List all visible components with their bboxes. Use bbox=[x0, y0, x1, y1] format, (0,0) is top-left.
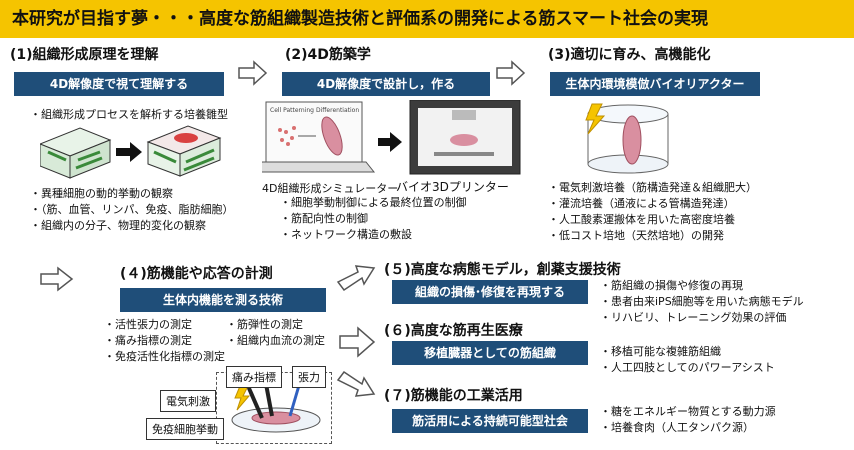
s6-heading: (６)高度な筋再生医療 bbox=[384, 323, 523, 339]
tag-tension: 張力 bbox=[292, 366, 326, 388]
s3-bullet-0: 電気刺激培養（筋構造発達＆組織肥大） bbox=[548, 180, 757, 196]
s4-bullets-right: 筋弾性の測定 組織内血流の測定 bbox=[226, 317, 325, 349]
s5-bullet-2: リハビリ、トレーニング効果の評価 bbox=[600, 310, 804, 326]
s4-bullet-right-0: 筋弾性の測定 bbox=[226, 317, 325, 333]
s4-bullets-left: 活性張力の測定 痛み指標の測定 免疫活性化指標の測定 bbox=[104, 317, 225, 365]
bioprinter-icon bbox=[409, 100, 521, 175]
flow-arrow-1 bbox=[238, 60, 268, 86]
s2-bullet-2: ネットワーク構造の敷設 bbox=[280, 227, 467, 243]
s3-heading: (3)適切に育み、高機能化 bbox=[548, 47, 711, 63]
s7-bullet-0: 糖をエネルギー物質とする動力源 bbox=[600, 404, 776, 420]
s2-sim-label: 4D組織形成シミュレーター bbox=[262, 182, 399, 195]
flow-arrow-3 bbox=[40, 266, 74, 292]
s4-bullet-left-0: 活性張力の測定 bbox=[104, 317, 225, 333]
s7-bar: 筋活用による持続可能型社会 bbox=[392, 409, 588, 433]
bioreactor-illustration bbox=[585, 103, 669, 174]
s2-bar: 4D解像度で設計し，作る bbox=[282, 72, 490, 96]
s7-heading: (７)筋機能の工業活用 bbox=[384, 388, 523, 404]
arrow-to-s6 bbox=[339, 326, 376, 358]
simulator-printer-illustration: Cell Patterning Differentiation bbox=[262, 100, 521, 175]
s5-bullet-0: 筋組織の損傷や修復の再現 bbox=[600, 278, 804, 294]
measurement-illustration bbox=[231, 381, 321, 433]
s4-heading: (４)筋機能や応答の計測 bbox=[120, 266, 273, 282]
s3-bullet-1: 灌流培養（通液による管構造発達） bbox=[548, 196, 757, 212]
branch-arrows bbox=[336, 265, 376, 397]
s1-heading: (1)組織形成原理を理解 bbox=[10, 47, 159, 63]
muscle-tissue-icon bbox=[622, 115, 642, 165]
s1-bar: 4D解像度で視て理解する bbox=[14, 72, 224, 96]
culture-block-right bbox=[146, 125, 222, 177]
s2-printer-label: バイオ3Dプリンター bbox=[396, 180, 509, 194]
process-arrow-icon bbox=[116, 142, 142, 162]
stim-lightning-icon bbox=[234, 385, 251, 411]
s2-bullets: 細胞挙動制御による最終位置の制御 筋配向性の制御 ネットワーク構造の敷設 bbox=[280, 195, 467, 243]
s3-bar: 生体内環境模倣バイオリアクター bbox=[550, 72, 760, 96]
to-printer-arrow-icon bbox=[378, 132, 402, 152]
s1-caption: ・組織形成プロセスを解析する培養雛型 bbox=[30, 108, 228, 121]
s1-bullets: 異種細胞の動的挙動の観察 （筋、血管、リンパ、免疫、脂肪細胞） 組織内の分子、物… bbox=[30, 186, 234, 234]
muscle-sample-icon bbox=[251, 411, 301, 425]
s1-bullet-0: 異種細胞の動的挙動の観察 bbox=[30, 186, 234, 202]
arrow-to-s7 bbox=[336, 370, 376, 397]
s4-bullet-left-1: 痛み指標の測定 bbox=[104, 333, 225, 349]
s3-bullets: 電気刺激培養（筋構造発達＆組織肥大） 灌流培養（通液による管構造発達） 人工酸素… bbox=[548, 180, 757, 244]
s1-bullet-2: 組織内の分子、物理的変化の観察 bbox=[30, 218, 234, 234]
tag-pain: 痛み指標 bbox=[226, 366, 282, 388]
s5-bullet-1: 患者由来iPS細胞等を用いた病態モデル bbox=[600, 294, 804, 310]
screen-label-patterning: Cell Patterning bbox=[270, 107, 314, 114]
laptop-icon bbox=[262, 101, 376, 173]
tag-stim: 電気刺激 bbox=[160, 390, 216, 412]
s7-bullet-1: 培養食肉（人工タンパク源） bbox=[600, 420, 776, 436]
tag-immune: 免疫細胞挙動 bbox=[146, 418, 224, 440]
s7-bullets: 糖をエネルギー物質とする動力源 培養食肉（人工タンパク源） bbox=[600, 404, 776, 436]
s2-bullet-0: 細胞挙動制御による最終位置の制御 bbox=[280, 195, 467, 211]
arrow-to-s5 bbox=[336, 265, 376, 292]
s4-bullet-left-2: 免疫活性化指標の測定 bbox=[104, 349, 225, 365]
title-banner: 本研究が目指す夢・・・高度な筋組織製造技術と評価系の開発による筋スマート社会の実… bbox=[0, 0, 854, 38]
s2-heading: (2)4D筋築学 bbox=[285, 47, 371, 63]
lightning-icon bbox=[585, 103, 606, 135]
s1-bullet-1: （筋、血管、リンパ、免疫、脂肪細胞） bbox=[30, 202, 234, 218]
s5-bullets: 筋組織の損傷や修復の再現 患者由来iPS細胞等を用いた病態モデル リハビリ、トレ… bbox=[600, 278, 804, 326]
tissue-culture-illustration bbox=[40, 125, 222, 179]
s4-bullet-right-1: 組織内血流の測定 bbox=[226, 333, 325, 349]
s3-bullet-3: 低コスト培地（天然培地）の開発 bbox=[548, 228, 757, 244]
s2-bullet-1: 筋配向性の制御 bbox=[280, 211, 467, 227]
flow-arrow-2 bbox=[496, 60, 526, 86]
s4-bar: 生体内機能を測る技術 bbox=[120, 288, 326, 312]
s6-bullet-1: 人工四肢としてのパワーアシスト bbox=[600, 360, 775, 376]
electrode-icon bbox=[246, 385, 264, 419]
screen-label-differentiation: Differentiation bbox=[316, 107, 359, 114]
culture-block-left bbox=[40, 127, 112, 179]
s5-bar: 組織の損傷･修復を再現する bbox=[392, 280, 588, 304]
s6-bullet-0: 移植可能な複雑筋組織 bbox=[600, 344, 775, 360]
s6-bar: 移植臓器としての筋組織 bbox=[392, 341, 588, 365]
s5-heading: (５)高度な病態モデル，創薬支援技術 bbox=[384, 262, 621, 278]
s6-bullets: 移植可能な複雑筋組織 人工四肢としてのパワーアシスト bbox=[600, 344, 775, 376]
s3-bullet-2: 人工酸素運搬体を用いた高密度培養 bbox=[548, 212, 757, 228]
